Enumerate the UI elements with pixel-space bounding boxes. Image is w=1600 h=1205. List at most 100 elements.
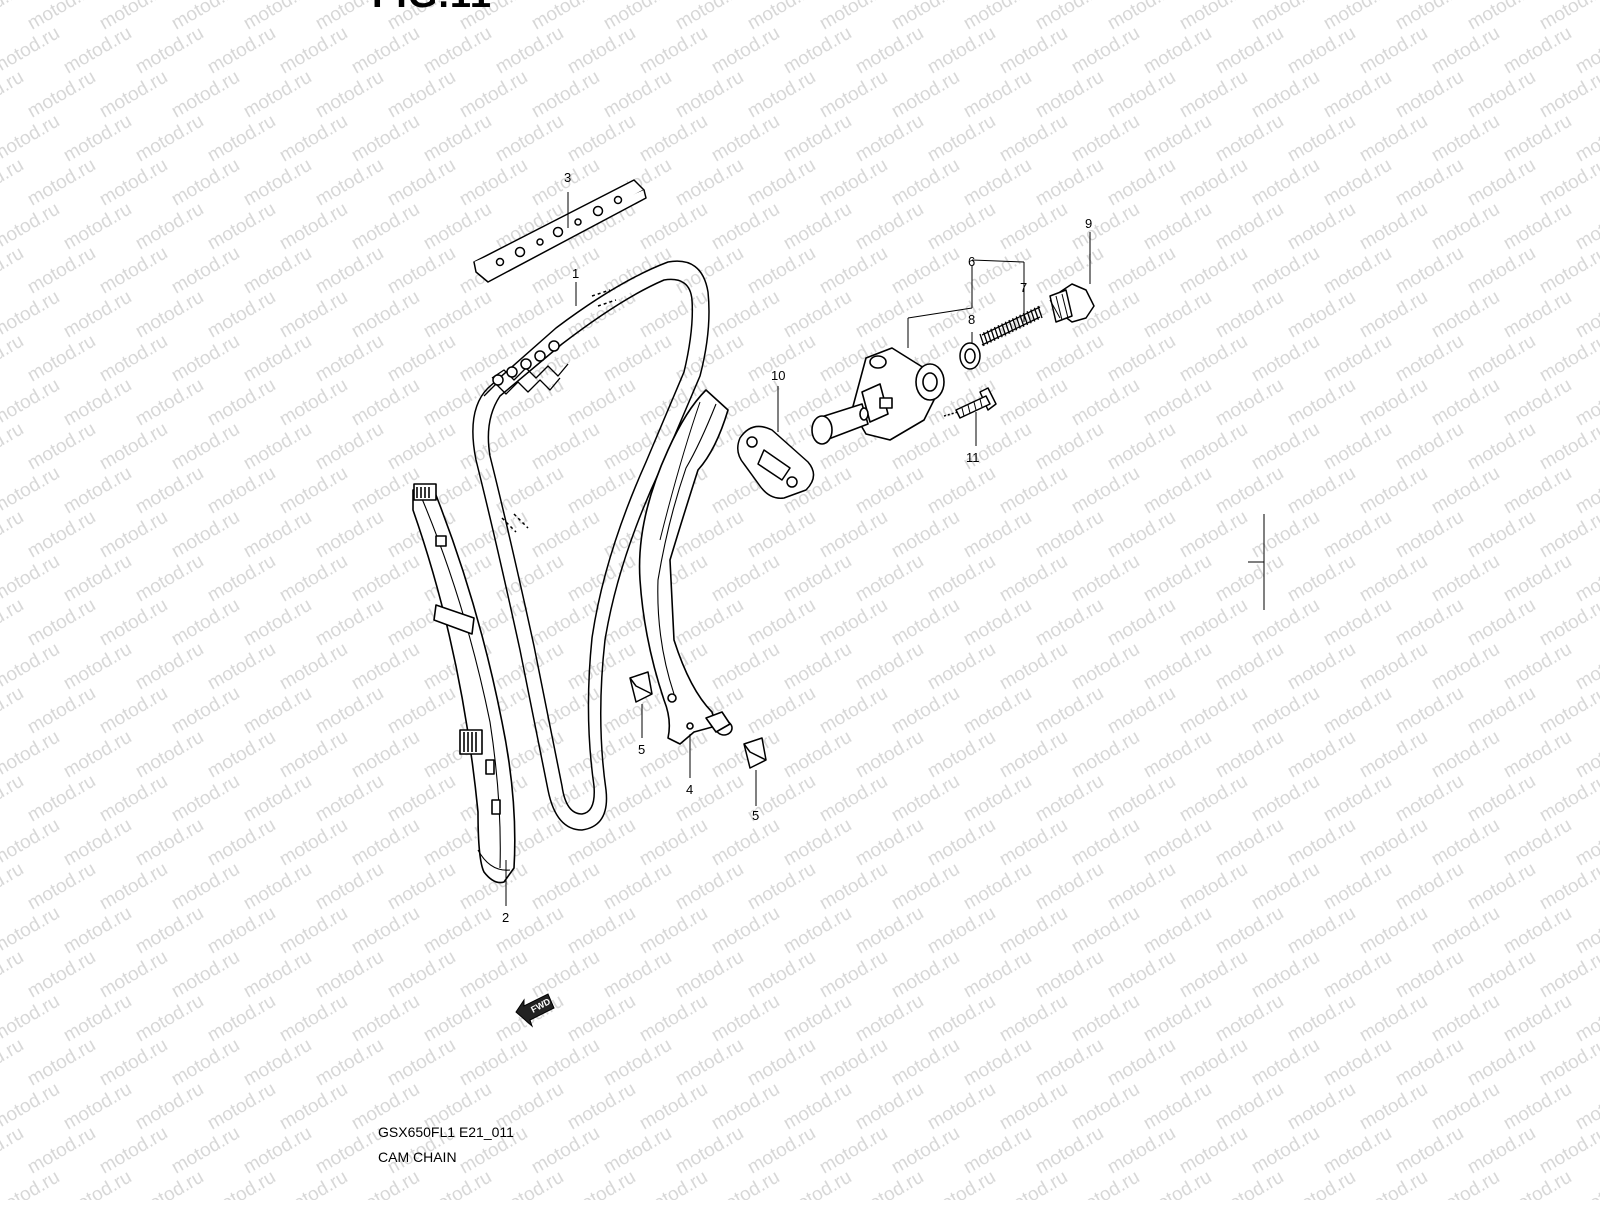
watermark-text: motod.ru: [384, 243, 459, 299]
watermark-text: motod.ru: [1212, 639, 1287, 695]
watermark-text: motod.ru: [1176, 771, 1251, 827]
watermark-text: motod.ru: [996, 111, 1071, 167]
watermark-text: motod.ru: [816, 243, 891, 299]
watermark-text: motod.ru: [564, 991, 639, 1047]
watermark-text: motod.ru: [816, 595, 891, 651]
watermark-text: motod.ru: [492, 639, 567, 695]
watermark-text: motod.ru: [312, 1035, 387, 1091]
watermark-text: motod.ru: [1212, 727, 1287, 783]
watermark-text: motod.ru: [1572, 1167, 1600, 1200]
leader-lines: [505, 192, 1091, 906]
watermark-text: motod.ru: [1032, 1123, 1107, 1179]
watermark-text: motod.ru: [1500, 287, 1575, 343]
watermark-text: motod.ru: [384, 419, 459, 475]
watermark-text: motod.ru: [852, 1079, 927, 1135]
watermark-text: motod.ru: [528, 0, 603, 34]
watermark-text: motod.ru: [1104, 947, 1179, 1003]
watermark-text: motod.ru: [240, 1123, 315, 1179]
watermark-text: motod.ru: [240, 331, 315, 387]
watermark-text: motod.ru: [24, 771, 99, 827]
watermark-text: motod.ru: [1140, 23, 1215, 79]
watermark-text: motod.ru: [1536, 947, 1600, 1003]
watermark-text: motod.ru: [528, 859, 603, 915]
watermark-text: motod.ru: [1104, 595, 1179, 651]
watermark-text: motod.ru: [1212, 287, 1287, 343]
watermark-text: motod.ru: [1428, 1079, 1503, 1135]
watermark-text: motod.ru: [240, 683, 315, 739]
watermark-text: motod.ru: [348, 1167, 423, 1200]
watermark-text: motod.ru: [1320, 419, 1395, 475]
watermark-text: motod.ru: [1428, 903, 1503, 959]
watermark-text: motod.ru: [0, 507, 27, 563]
watermark-text: motod.ru: [0, 859, 27, 915]
watermark-text: motod.ru: [132, 551, 207, 607]
watermark-text: motod.ru: [456, 155, 531, 211]
watermark-text: motod.ru: [528, 507, 603, 563]
watermark-text: motod.ru: [312, 947, 387, 1003]
watermark-text: motod.ru: [1464, 419, 1539, 475]
watermark-text: motod.ru: [1428, 111, 1503, 167]
watermark-text: motod.ru: [888, 67, 963, 123]
watermark-text: motod.ru: [816, 683, 891, 739]
watermark-text: motod.ru: [816, 1123, 891, 1179]
watermark-text: motod.ru: [204, 111, 279, 167]
watermark-text: motod.ru: [132, 815, 207, 871]
watermark-text: motod.ru: [456, 1035, 531, 1091]
watermark-text: motod.ru: [0, 1123, 27, 1179]
watermark-text: motod.ru: [168, 0, 243, 34]
watermark-text: motod.ru: [924, 815, 999, 871]
watermark-text: motod.ru: [1500, 1167, 1575, 1200]
watermark-text: motod.ru: [348, 903, 423, 959]
watermark-text: motod.ru: [1392, 419, 1467, 475]
watermark-text: motod.ru: [744, 67, 819, 123]
watermark-text: motod.ru: [1500, 23, 1575, 79]
watermark-text: motod.ru: [1500, 727, 1575, 783]
watermark-text: motod.ru: [1140, 287, 1215, 343]
watermark-text: motod.ru: [996, 991, 1071, 1047]
watermark-text: motod.ru: [348, 23, 423, 79]
watermark-text: motod.ru: [1068, 375, 1143, 431]
watermark-text: motod.ru: [1176, 1035, 1251, 1091]
watermark-text: motod.ru: [24, 155, 99, 211]
damper-left: [629, 671, 653, 703]
watermark-text: motod.ru: [1356, 375, 1431, 431]
watermark-text: motod.ru: [1176, 595, 1251, 651]
watermark-text: motod.ru: [1176, 947, 1251, 1003]
watermark-text: motod.ru: [1428, 375, 1503, 431]
watermark-text: motod.ru: [240, 0, 315, 34]
watermark-text: motod.ru: [240, 595, 315, 651]
watermark-text: motod.ru: [744, 507, 819, 563]
watermark-text: motod.ru: [996, 199, 1071, 255]
watermark-text: motod.ru: [240, 859, 315, 915]
watermark-text: motod.ru: [276, 23, 351, 79]
watermark-text: motod.ru: [708, 1079, 783, 1135]
watermark-text: motod.ru: [492, 23, 567, 79]
watermark-text: motod.ru: [1248, 331, 1323, 387]
watermark-text: motod.ru: [1212, 991, 1287, 1047]
watermark-text: motod.ru: [456, 67, 531, 123]
watermark-text: motod.ru: [60, 903, 135, 959]
callout-4: 4: [686, 782, 693, 797]
watermark-text: motod.ru: [1428, 551, 1503, 607]
callout-1: 1: [572, 266, 579, 281]
watermark-text: motod.ru: [1140, 199, 1215, 255]
watermark-text: motod.ru: [708, 23, 783, 79]
watermark-text: motod.ru: [1032, 595, 1107, 651]
watermark-text: motod.ru: [96, 683, 171, 739]
watermark-text: motod.ru: [132, 287, 207, 343]
watermark-text: motod.ru: [924, 1167, 999, 1200]
watermark-text: motod.ru: [1320, 243, 1395, 299]
watermark-text: motod.ru: [672, 155, 747, 211]
watermark-text: motod.ru: [924, 991, 999, 1047]
watermark-text: motod.ru: [1248, 859, 1323, 915]
watermark-text: motod.ru: [600, 947, 675, 1003]
watermark-text: motod.ru: [780, 1079, 855, 1135]
watermark-text: motod.ru: [1032, 859, 1107, 915]
watermark-text: motod.ru: [1212, 199, 1287, 255]
watermark-text: motod.ru: [816, 859, 891, 915]
watermark-text: motod.ru: [1500, 551, 1575, 607]
watermark-text: motod.ru: [1536, 419, 1600, 475]
watermark-text: motod.ru: [672, 595, 747, 651]
watermark-text: motod.ru: [1032, 67, 1107, 123]
